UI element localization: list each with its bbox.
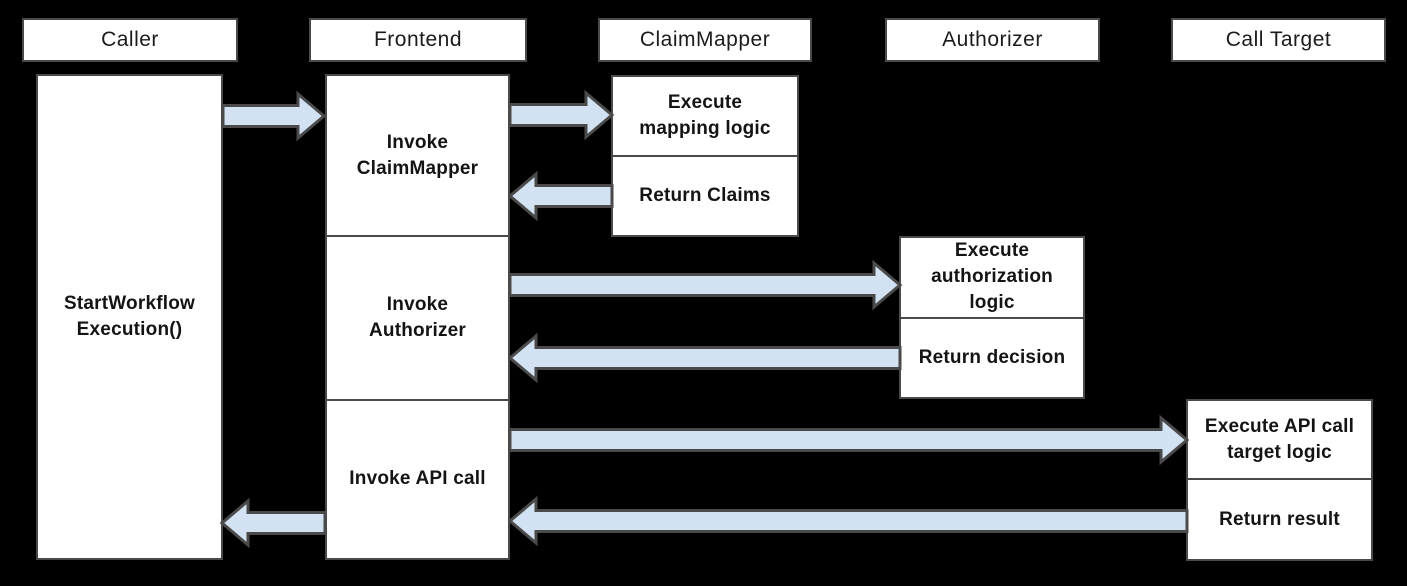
block-arrow-shape [508, 259, 903, 311]
lane-header-authorizer: Authorizer [885, 18, 1100, 62]
lane-header-claimmapper: ClaimMapper [598, 18, 812, 62]
calltarget-activation-step-1: Return result [1188, 478, 1371, 559]
arrow-frontend-invokes-claimmapper [508, 89, 615, 141]
claimmapper-activation-step-0: Execute mapping logic [639, 92, 771, 139]
block-arrow-shape [508, 414, 1190, 466]
block-arrow-shape [507, 332, 902, 384]
block-arrow-shape [507, 170, 614, 222]
arrow-caller-invokes-frontend [221, 90, 327, 142]
frontend-activation-step-1: Invoke Authorizer [327, 235, 508, 398]
block-arrow-shape [221, 90, 327, 142]
block-arrow-shape [507, 495, 1189, 547]
lane-header-calltarget: Call Target [1171, 18, 1386, 62]
caller-activation: StartWorkflow Execution() [36, 74, 223, 560]
lane-header-label: Caller [101, 28, 159, 51]
claimmapper-activation-step-1: Return Claims [613, 155, 797, 235]
lane-header-caller: Caller [22, 18, 238, 62]
authorizer-activation-step-0: Execute authorization logic [931, 240, 1053, 314]
arrow-calltarget-returns-result [507, 495, 1189, 547]
lane-header-label: ClaimMapper [639, 28, 771, 51]
lane-header-label: Call Target [1225, 28, 1332, 51]
lane-header-label: Frontend [373, 28, 463, 51]
frontend-activation-step-2: Invoke API call [327, 398, 508, 558]
lane-header-frontend: Frontend [309, 18, 527, 62]
calltarget-activation-step-0: Execute API call target logic [1204, 415, 1355, 463]
block-arrow-shape [219, 497, 327, 549]
lane-header-label: Authorizer [942, 28, 1043, 51]
frontend-activation-step-0: Invoke ClaimMapper [356, 131, 479, 179]
arrow-frontend-invokes-authorizer [508, 259, 903, 311]
caller-activation-step-0: StartWorkflow Execution() [63, 293, 196, 340]
arrow-claimmapper-returns-claims [507, 170, 614, 222]
arrow-frontend-returns-to-caller [219, 497, 327, 549]
arrow-authorizer-returns-decision [507, 332, 902, 384]
arrow-frontend-invokes-calltarget [508, 414, 1190, 466]
block-arrow-shape [508, 89, 615, 141]
authorizer-activation-step-1: Return decision [901, 316, 1083, 397]
